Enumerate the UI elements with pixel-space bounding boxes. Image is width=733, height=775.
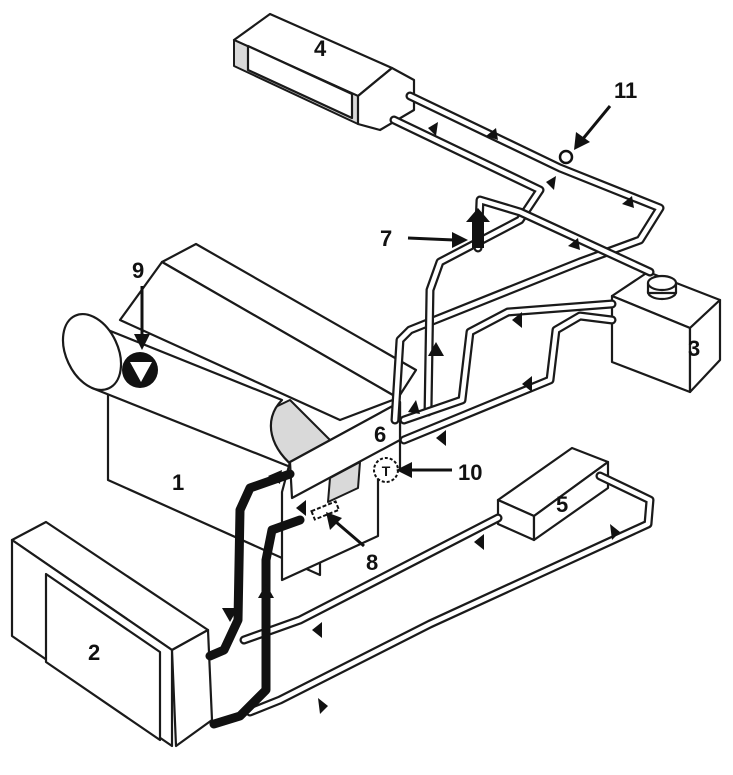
- flow-arrow: [318, 698, 328, 714]
- flow-arrow: [312, 622, 322, 638]
- heater-core: [232, 12, 416, 132]
- valve: [558, 149, 574, 165]
- label-3: 3: [688, 336, 700, 361]
- flow-arrow: [486, 128, 498, 140]
- flow-arrow: [428, 342, 444, 356]
- radiator: [10, 520, 214, 748]
- water-pump: [122, 352, 158, 388]
- heat-exchanger: [496, 446, 610, 542]
- flow-arrow: [222, 608, 238, 622]
- engine: [61, 242, 418, 582]
- leader-lines: [134, 105, 612, 548]
- label-7: 7: [380, 226, 392, 251]
- label-9: 9: [132, 258, 144, 283]
- flow-arrow: [258, 584, 274, 598]
- number-labels: 1 2 3 4 5 6 7 8 9 10 11: [88, 36, 700, 665]
- label-11: 11: [614, 78, 637, 103]
- flow-arrow: [622, 196, 634, 208]
- flow-arrow: [436, 430, 446, 446]
- coolant-pipes: [205, 91, 665, 729]
- flow-arrow: [546, 176, 556, 190]
- expansion-tank: [610, 270, 722, 394]
- flow-arrow: [408, 400, 420, 414]
- flow-arrow: [296, 500, 306, 516]
- flow-arrow: [522, 376, 532, 392]
- flow-arrow: [474, 534, 484, 550]
- label-5: 5: [556, 492, 568, 517]
- label-10: 10: [458, 460, 482, 485]
- flow-arrow: [568, 238, 580, 250]
- label-8: 8: [366, 550, 378, 575]
- vent-valve: [466, 208, 490, 248]
- svg-text:T: T: [382, 463, 391, 479]
- thermostat: T: [373, 457, 399, 483]
- label-6: 6: [374, 422, 386, 447]
- label-4: 4: [314, 36, 327, 61]
- flow-arrow: [428, 122, 438, 136]
- label-2: 2: [88, 640, 100, 665]
- flow-arrow: [512, 312, 522, 328]
- label-1: 1: [172, 470, 184, 495]
- flow-arrows: [222, 122, 634, 714]
- flow-arrow: [268, 470, 282, 484]
- flow-arrow: [610, 524, 620, 540]
